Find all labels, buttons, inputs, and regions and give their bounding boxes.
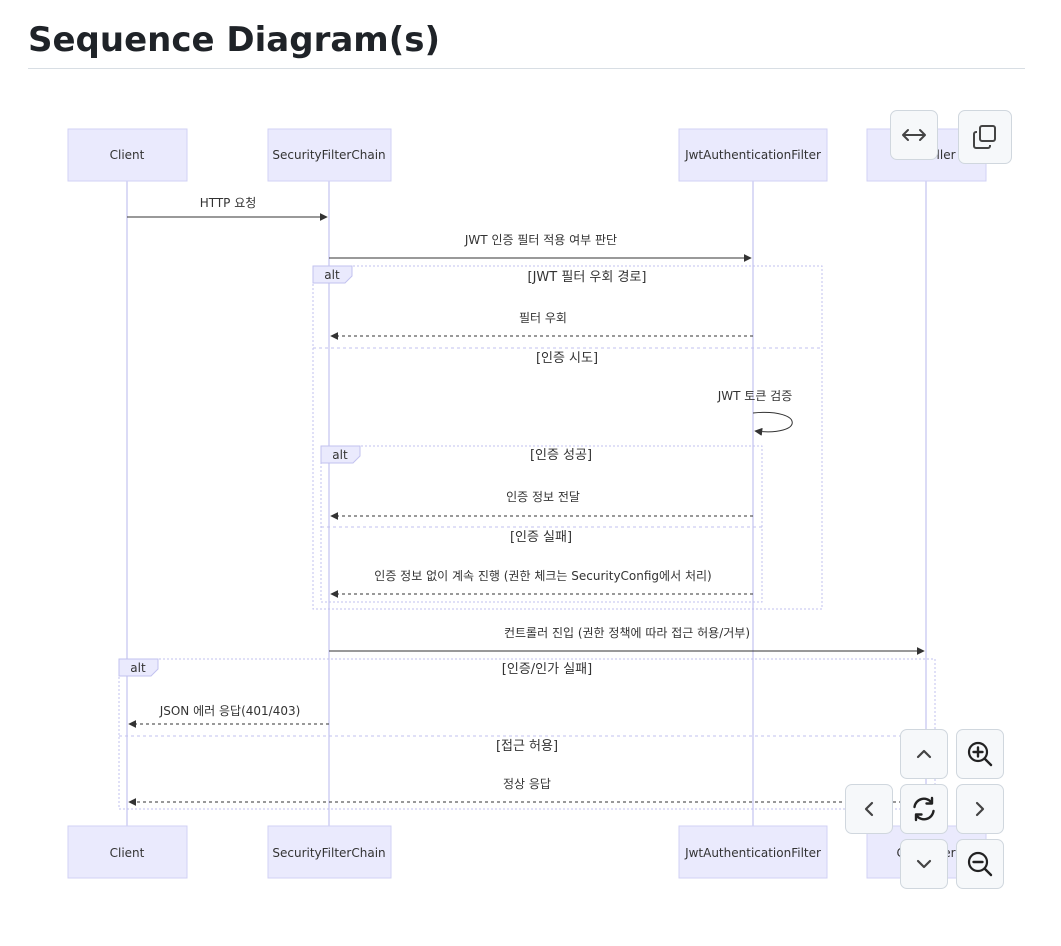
title-divider [28, 68, 1025, 69]
participant-label: SecurityFilterChain [272, 148, 385, 162]
participant-label: Client [110, 846, 145, 860]
message-jwt-validate: JWT 토큰 검증 [717, 389, 793, 436]
page-title: Sequence Diagram(s) [28, 20, 441, 60]
message-label: 인증 정보 전달 [506, 490, 580, 504]
copy-button[interactable] [958, 110, 1012, 164]
fit-width-icon [902, 129, 926, 141]
pan-up-button[interactable] [900, 729, 948, 779]
message-label: 컨트롤러 진입 (권한 정책에 따라 접근 허용/거부) [504, 625, 750, 640]
chevron-down-icon [916, 859, 932, 869]
participant-label: JwtAuthenticationFilter [684, 148, 821, 162]
fragment-keyword: alt [332, 448, 348, 462]
participant-jwt-authentication-filter-bottom: JwtAuthenticationFilter [678, 825, 828, 879]
reset-icon [913, 796, 935, 822]
fragment-alt-inner: alt [인증 성공] [인증 실패] [320, 445, 763, 603]
reset-view-button[interactable] [900, 784, 948, 834]
message-label: 정상 응답 [503, 777, 551, 791]
message-label: JWT 토큰 검증 [717, 389, 793, 403]
zoom-out-icon [967, 851, 993, 877]
message-label: JSON 에러 응답(401/403) [159, 704, 301, 718]
fragment-keyword: alt [130, 661, 146, 675]
message-json-error: JSON 에러 응답(401/403) [128, 704, 329, 728]
participant-security-filter-chain-bottom: SecurityFilterChain [267, 825, 392, 879]
fragment-alt-outer: alt [JWT 필터 우회 경로] [인증 시도] [312, 265, 823, 610]
participant-security-filter-chain-top: SecurityFilterChain [267, 128, 392, 182]
message-normal-response: 정상 응답 [128, 777, 926, 806]
message-filter-bypass: 필터 우회 [330, 311, 753, 340]
message-controller-enter: 컨트롤러 진입 (권한 정책에 따라 접근 허용/거부) [329, 625, 925, 655]
participant-label: Client [110, 148, 145, 162]
participant-client-top: Client [67, 128, 188, 182]
fragment-condition: [인증/인가 실패] [502, 662, 592, 677]
participant-label: JwtAuthenticationFilter [684, 846, 821, 860]
chevron-left-icon [864, 801, 874, 817]
participant-jwt-authentication-filter-top: JwtAuthenticationFilter [678, 128, 828, 182]
fragment-keyword: alt [324, 268, 340, 282]
pan-right-button[interactable] [956, 784, 1004, 834]
participant-label: SecurityFilterChain [272, 846, 385, 860]
chevron-up-icon [916, 749, 932, 759]
message-filter-check: JWT 인증 필터 적용 여부 판단 [329, 233, 752, 262]
fragment-condition: [접근 허용] [496, 739, 558, 754]
pan-left-button[interactable] [845, 784, 893, 834]
fragment-alt-response: alt [인증/인가 실패] [접근 허용] [118, 658, 936, 810]
message-label: 필터 우회 [519, 311, 567, 325]
message-auth-pass: 인증 정보 전달 [330, 490, 753, 520]
zoom-out-button[interactable] [956, 839, 1004, 889]
copy-icon [973, 125, 996, 149]
zoom-in-button[interactable] [956, 729, 1004, 779]
fragment-condition: [인증 실패] [510, 530, 572, 545]
fit-width-button[interactable] [890, 110, 938, 160]
message-label: HTTP 요청 [200, 196, 257, 210]
message-continue-no-auth: 인증 정보 없이 계속 진행 (권한 체크는 SecurityConfig에서 … [330, 568, 753, 598]
fragment-condition: [인증 성공] [530, 448, 592, 463]
fragment-condition: [JWT 필터 우회 경로] [528, 270, 647, 285]
zoom-in-icon [967, 741, 993, 767]
message-label: 인증 정보 없이 계속 진행 (권한 체크는 SecurityConfig에서 … [374, 568, 711, 583]
chevron-right-icon [975, 801, 985, 817]
participant-client-bottom: Client [67, 825, 188, 879]
pan-down-button[interactable] [900, 839, 948, 889]
message-http-request: HTTP 요청 [127, 196, 328, 221]
message-label: JWT 인증 필터 적용 여부 판단 [464, 233, 617, 247]
fragment-condition: [인증 시도] [536, 351, 598, 366]
